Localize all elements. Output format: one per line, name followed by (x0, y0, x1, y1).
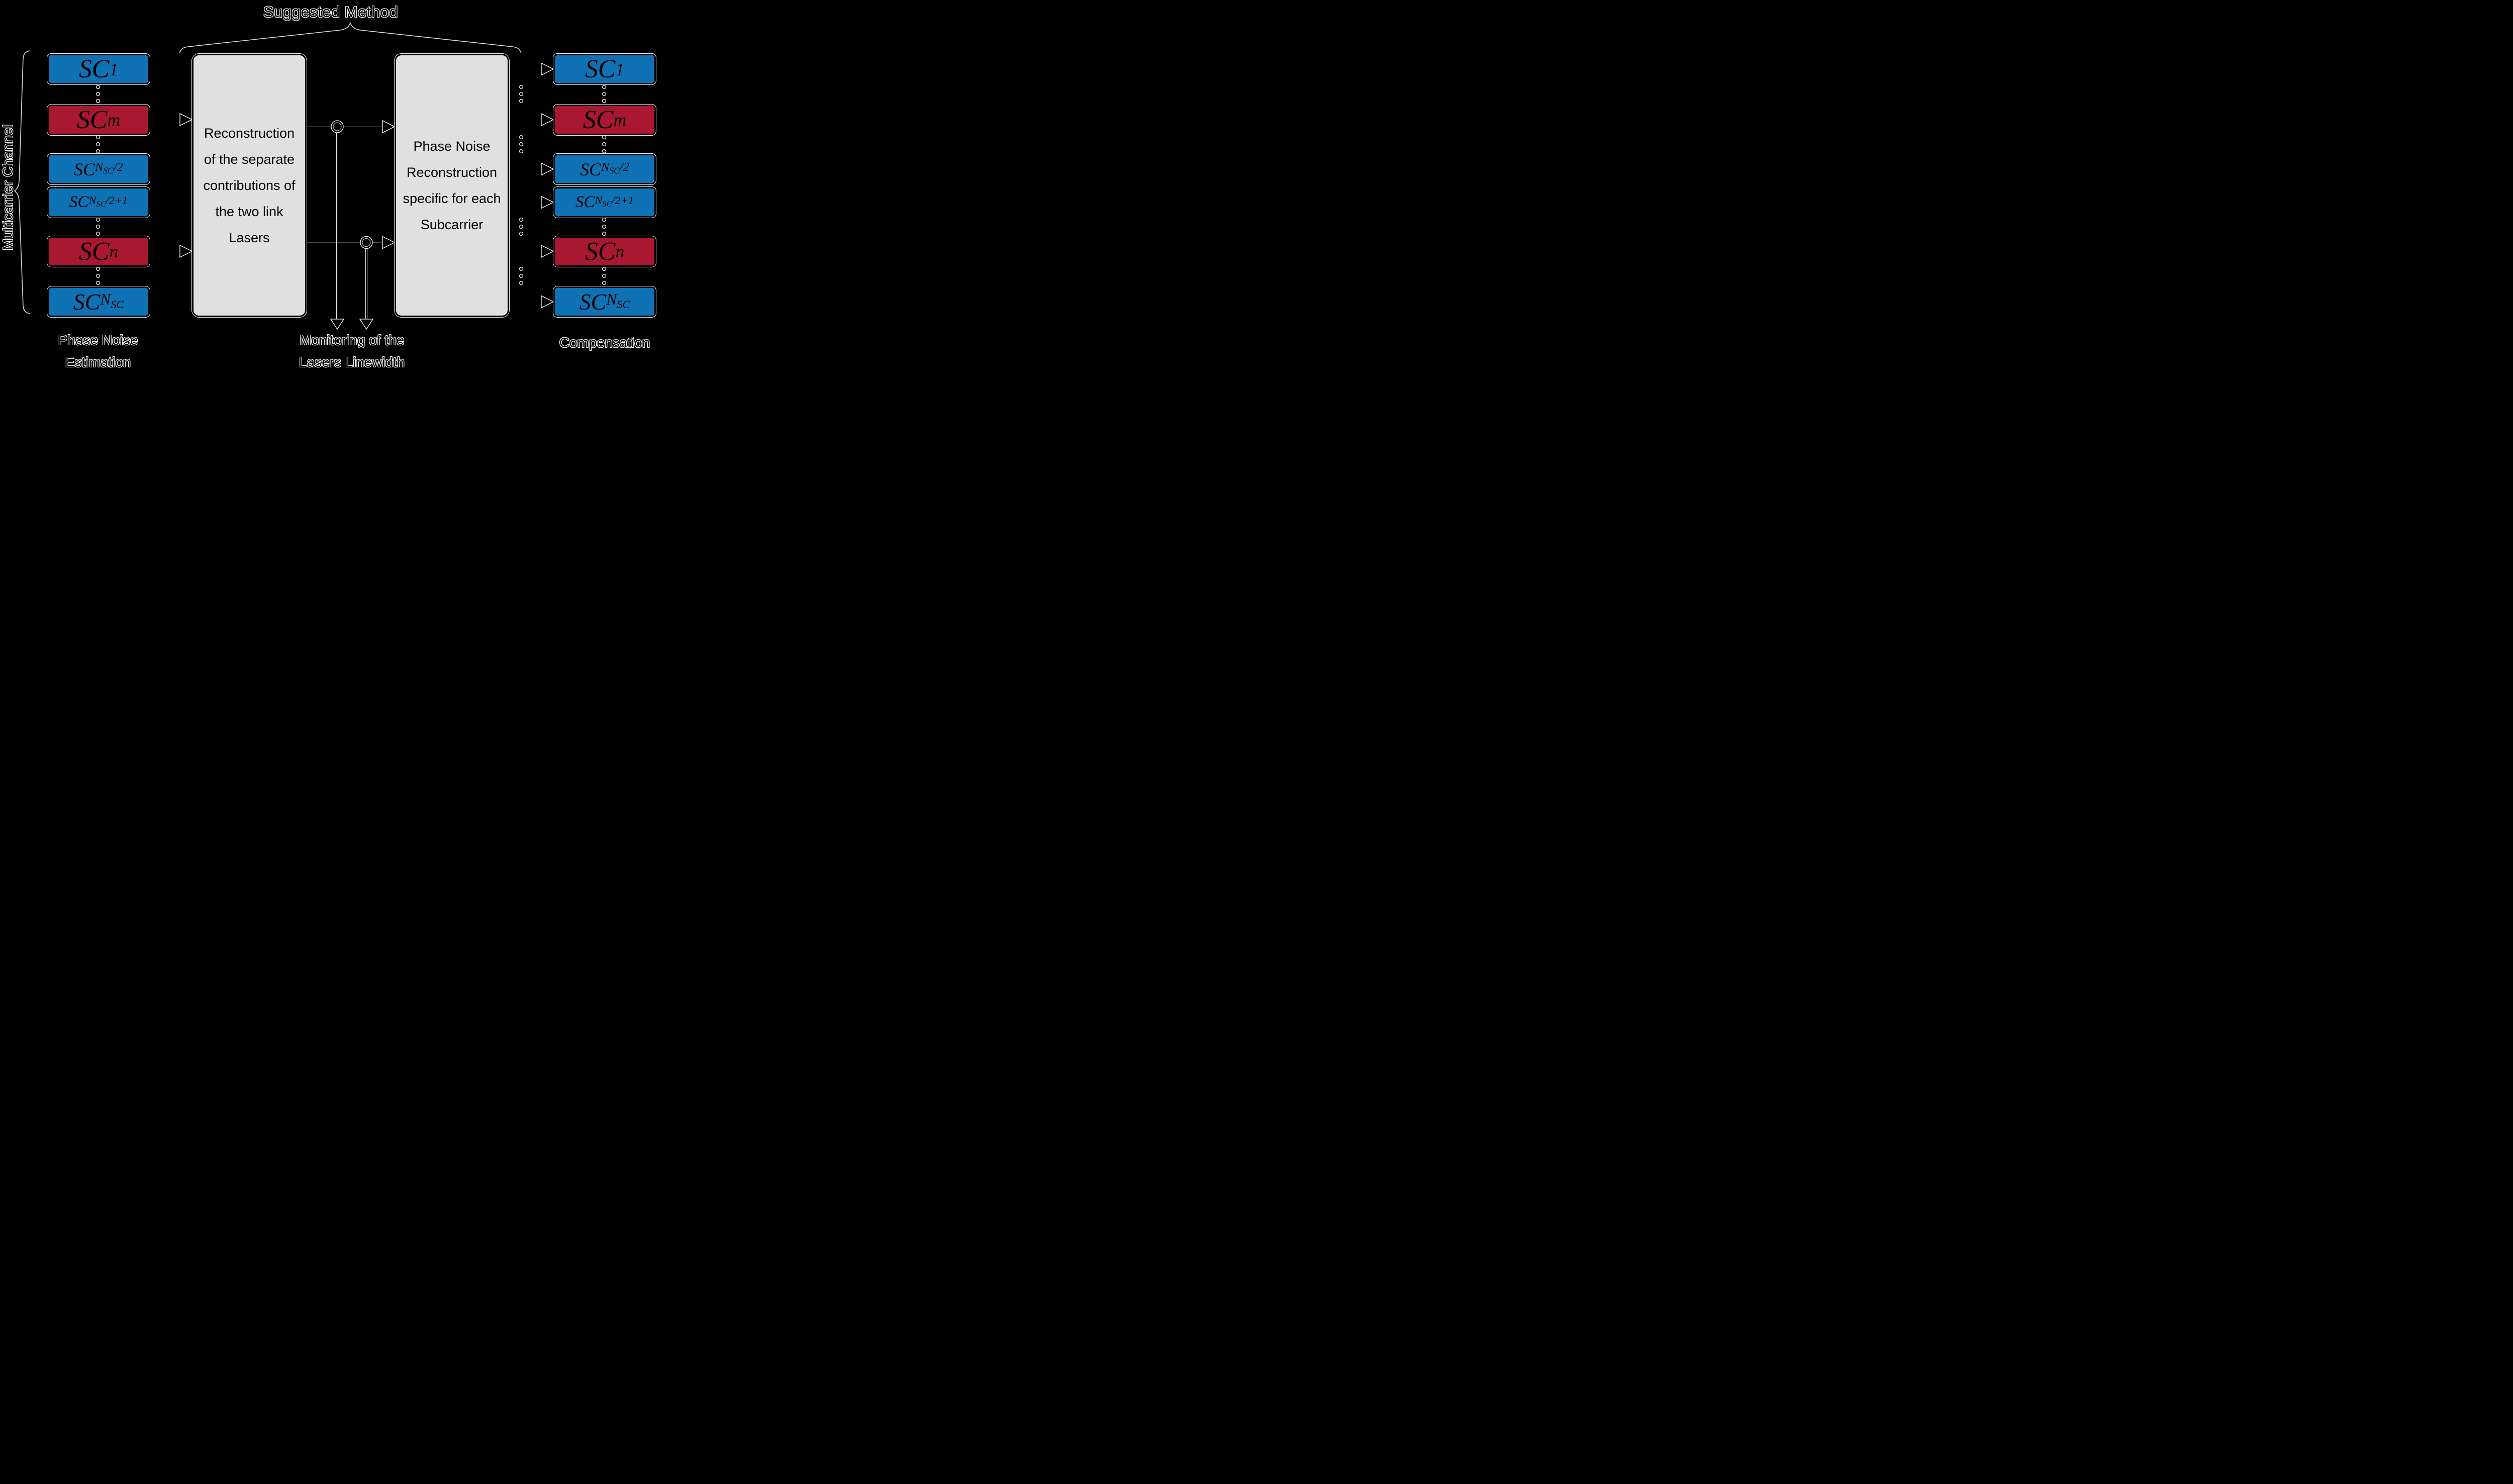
continuation-dot-icon (519, 99, 523, 104)
diagram-canvas: Suggested Method Multicarrier Channel SC… (0, 0, 661, 371)
caption-monitoring: Monitoring of the Lasers Linewidth (261, 329, 442, 371)
process-box-line: contributions of (203, 178, 296, 193)
process-box-reconstruction: Reconstruction of the separate contribut… (192, 54, 307, 317)
process-box-line: Reconstruction (406, 165, 498, 180)
caption-line: Monitoring of the (299, 332, 405, 348)
continuation-dot-icon (519, 85, 523, 89)
right-arrow-icon (179, 244, 193, 258)
continuation-dot-icon (602, 92, 606, 96)
process-box-line: specific for each (403, 191, 501, 206)
right-arrow-icon (541, 295, 554, 309)
process-box-line: Lasers (229, 230, 270, 245)
process-box-phase-noise-reconstruction: Phase Noise Reconstruction specific for … (395, 54, 509, 317)
continuation-dot-icon (519, 266, 523, 271)
process-box-line: the two link (215, 204, 283, 219)
down-arrow-icon (330, 319, 345, 330)
continuation-dot-icon (602, 135, 606, 140)
continuation-dot-icon (96, 85, 101, 89)
continuation-dot-icon (602, 142, 606, 147)
left-brace-icon (14, 50, 30, 314)
continuation-dot-icon (519, 232, 523, 236)
left-brace-label: Multicarrier Channel (0, 124, 16, 251)
continuation-dot-icon (96, 142, 101, 147)
continuation-dot-icon (96, 225, 101, 229)
continuation-dot-icon (96, 92, 101, 96)
continuation-dot-icon (519, 142, 523, 147)
continuation-dot-icon (519, 135, 523, 140)
caption-line: Lasers Linewidth (299, 354, 405, 370)
top-brace-icon (179, 22, 522, 54)
continuation-dot-icon (96, 218, 101, 222)
continuation-dot-icon (602, 232, 606, 236)
continuation-dot-icon (96, 135, 101, 140)
process-box-line: of the separate (204, 152, 295, 167)
continuation-dot-icon (602, 280, 606, 285)
continuation-dot-icon (602, 99, 606, 104)
continuation-dot-icon (96, 232, 101, 236)
right-arrow-icon (541, 113, 554, 127)
right-arrow-icon (382, 120, 396, 134)
continuation-dot-icon (602, 149, 606, 154)
caption-line: Phase Noise (58, 332, 138, 348)
continuation-dot-icon (519, 149, 523, 154)
right-arrow-icon (541, 62, 554, 76)
caption-phase-noise-estimation: Phase Noise Estimation (30, 329, 166, 371)
right-arrow-icon (541, 162, 554, 176)
tap-node-icon (331, 120, 373, 249)
continuation-dot-icon (96, 149, 101, 154)
continuation-dot-icon (602, 85, 606, 89)
connector-layer (14, 22, 606, 330)
continuation-dot-icon (602, 266, 606, 271)
continuation-dot-icon (519, 273, 523, 278)
monitor-drop-lines (336, 133, 367, 319)
continuation-dot-icon (602, 273, 606, 278)
continuation-dot-icon (96, 99, 101, 104)
continuation-dot-icon (602, 225, 606, 229)
continuation-dot-icon (96, 273, 101, 278)
process-box-line: Phase Noise (413, 139, 491, 154)
continuation-dot-icon (96, 266, 101, 271)
title: Suggested Method (263, 3, 399, 21)
right-arrow-icon (382, 236, 396, 249)
caption-line: Estimation (65, 354, 131, 370)
continuation-dot-icon (519, 92, 523, 96)
continuation-dot-icon (519, 218, 523, 222)
continuation-dot-icon (602, 218, 606, 222)
right-arrow-icon (541, 195, 554, 209)
caption-compensation: Compensation (559, 335, 650, 350)
continuation-dot-icon (519, 225, 523, 229)
continuation-dot-icon (519, 280, 523, 285)
right-arrow-icon (179, 113, 193, 127)
process-box-line: Reconstruction (204, 126, 295, 141)
process-box-line: Subcarrier (420, 217, 484, 232)
continuation-dot-icon (96, 280, 101, 285)
tap-lines (307, 126, 381, 243)
right-arrow-icon (541, 244, 554, 258)
down-arrow-icon (359, 319, 374, 330)
